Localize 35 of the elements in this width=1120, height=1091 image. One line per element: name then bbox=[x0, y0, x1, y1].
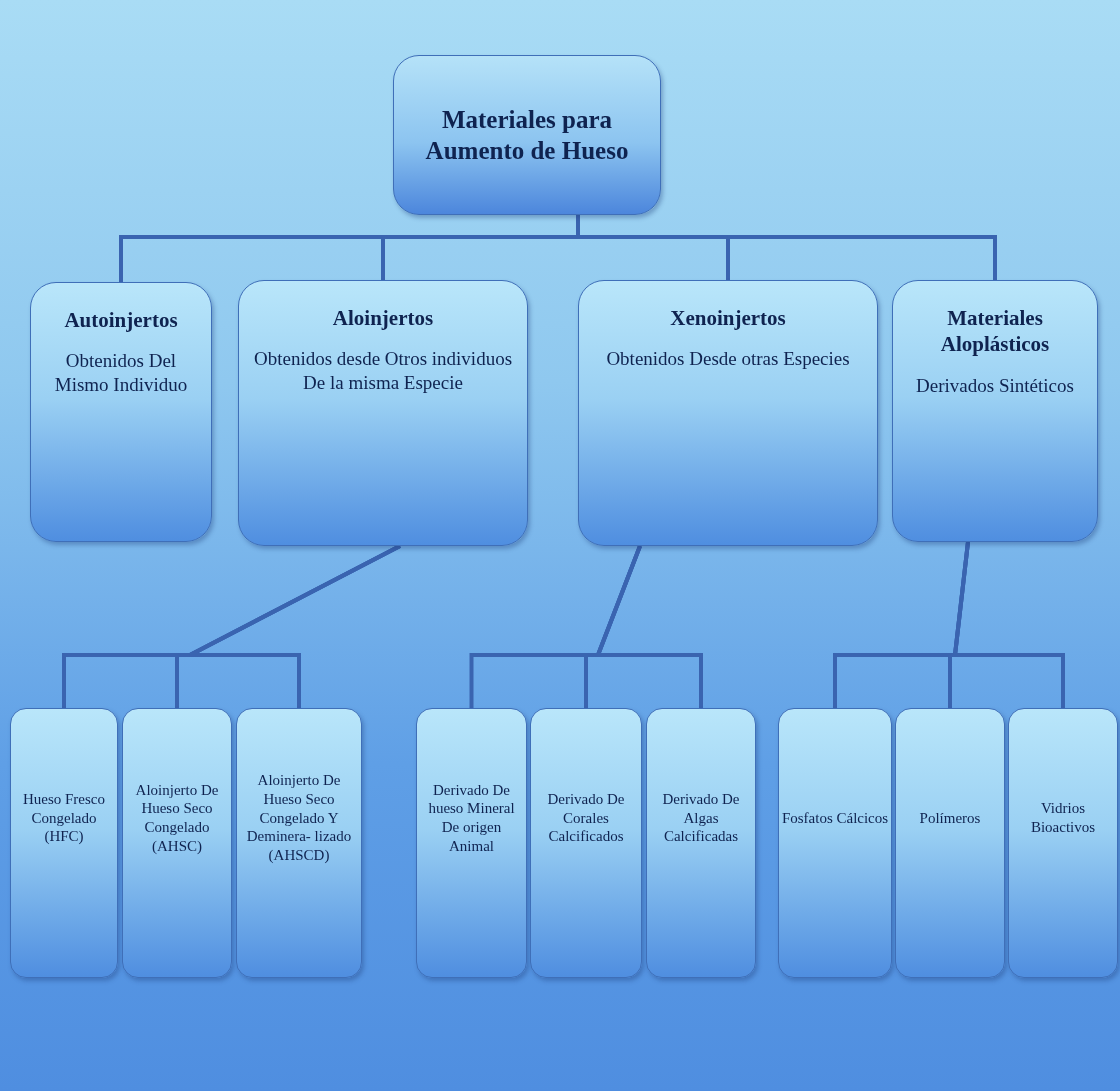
category-box bbox=[1008, 708, 1118, 978]
category-box bbox=[578, 280, 878, 546]
category-box bbox=[30, 282, 212, 542]
category-box bbox=[892, 280, 1098, 542]
category-box bbox=[416, 708, 527, 978]
connector-line bbox=[952, 541, 1065, 708]
box-text: Obtenidos Del Mismo Individuo bbox=[53, 349, 189, 397]
connector-line bbox=[595, 545, 703, 708]
box-text: Derivado De Algas Calcificadas bbox=[661, 789, 741, 847]
box-text: Obtenidos desde Otros individuos De la misma Especie bbox=[252, 347, 514, 395]
root-box bbox=[393, 55, 661, 215]
category-box bbox=[646, 708, 756, 978]
category-box bbox=[122, 708, 232, 978]
box-text: Aloinjerto De Hueso Seco Congelado (AHSC) bbox=[134, 780, 220, 856]
category-box bbox=[895, 708, 1005, 978]
box-title: Xenoinjertos bbox=[670, 305, 786, 332]
box-text: Derivado De hueso Mineral De origen Animal bbox=[427, 780, 516, 856]
category-box bbox=[238, 280, 528, 546]
box-text: Hueso Fresco Congelado (HFC) bbox=[21, 789, 107, 847]
box-text: Obtenidos Desde otras Especies bbox=[606, 347, 850, 371]
box-title: Materiales Aloplásticos bbox=[939, 305, 1051, 358]
box-title: Materiales para Aumento de Hueso bbox=[424, 104, 630, 166]
category-box bbox=[778, 708, 892, 978]
box-title: Autoinjertos bbox=[64, 307, 178, 334]
category-box bbox=[236, 708, 362, 978]
box-text: Fosfatos Cálcicos bbox=[781, 808, 889, 828]
box-text: Vidrios Bioactivos bbox=[1029, 799, 1097, 837]
box-title: Aloinjertos bbox=[332, 305, 434, 332]
box-text: Derivados Sintéticos bbox=[916, 373, 1074, 398]
category-box bbox=[530, 708, 642, 978]
connector-line bbox=[576, 215, 997, 280]
category-box bbox=[10, 708, 118, 978]
box-text: Aloinjerto De Hueso Seco Congelado Y Deminera- lizado (AHSCD) bbox=[245, 771, 353, 865]
box-text: Polímeros bbox=[919, 808, 981, 828]
box-text: Derivado De Corales Calcificados bbox=[546, 789, 626, 847]
